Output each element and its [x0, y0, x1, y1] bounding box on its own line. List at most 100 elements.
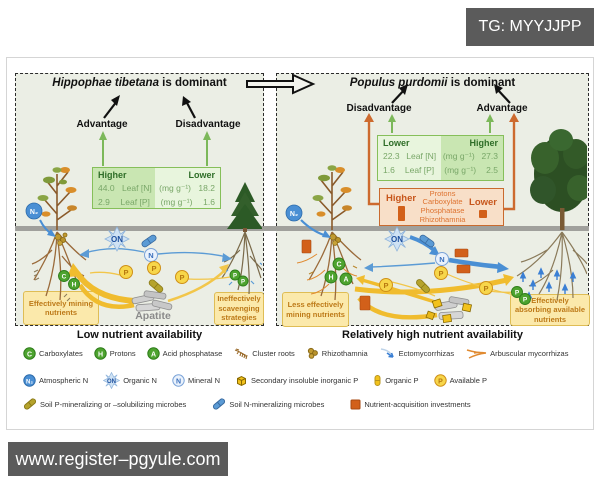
apatite-label: Apatite — [135, 310, 171, 322]
svg-text:A: A — [343, 277, 348, 284]
advantage-arrow — [494, 84, 511, 104]
legend-row-2: N₂ Atmospheric N ON Organic N N Mineral N Seco… — [23, 372, 587, 389]
rhizothamnia-nodule — [329, 233, 342, 246]
table-row: 44.0 Leaf [N] (mg g⁻¹) 18.2 — [98, 182, 215, 193]
a-badge-icon: A — [146, 347, 160, 360]
organic-n-icon: ON — [104, 226, 130, 252]
available-p-icon: P — [119, 265, 133, 279]
rhizothamnia-nodule — [54, 232, 68, 246]
legend-label: Organic N — [123, 376, 157, 385]
svg-text:P: P — [438, 378, 443, 385]
svg-text:C: C — [27, 351, 32, 358]
capsule-upright-icon — [373, 374, 382, 387]
advantage-arrow — [103, 95, 120, 119]
soil-surface-line — [15, 226, 589, 231]
legend-label: Organic P — [385, 376, 419, 385]
invest-higher-label: Higher — [386, 193, 417, 204]
svg-text:P: P — [123, 268, 128, 277]
n-badge-icon: N — [172, 374, 185, 387]
absorbed-p-icon: P — [519, 293, 531, 305]
ectomycorrhizas-icon — [379, 347, 396, 360]
svg-text:P: P — [241, 279, 245, 285]
species-name: Hippophae tibetana — [52, 77, 159, 89]
svg-text:P: P — [383, 281, 388, 290]
legend-label: Available P — [449, 376, 487, 385]
figure-canvas: ON N₂ N P P P — [6, 57, 594, 430]
rhizothamnia-icon — [306, 347, 319, 360]
legend-label: Mineral N — [187, 376, 221, 385]
svg-text:N: N — [439, 255, 444, 264]
soil-n-microbe-icon — [141, 234, 157, 248]
n-mineralization-arrow — [409, 235, 440, 256]
legend-item: Rhizothamnia — [306, 347, 368, 360]
legend-item: Soil P-mineralizing or –solubilizing mic… — [23, 397, 186, 411]
mining-strategy-box: Effectively mining nutrients — [23, 291, 99, 325]
legend-item: C Carboxylates — [23, 347, 83, 360]
legend-item: Ectomycorrhizas — [379, 347, 454, 360]
watermark-bottom-left: www.register–pgyule.com — [8, 442, 228, 476]
leaf-nutrient-table: Higher Lower 44.0 Leaf [N] (mg g⁻¹) 18.2… — [92, 167, 221, 209]
legend-label: Soil N-mineralizing microbes — [229, 399, 325, 409]
arbuscular-icon — [465, 347, 487, 360]
disadvantage-label: Disadvantage — [175, 119, 241, 130]
investment-comparison-box: Higher Protons Carboxylate Phosphatase R… — [379, 188, 504, 226]
insoluble-p-cubes — [425, 298, 473, 323]
absorbed-p-icon: P — [511, 286, 523, 298]
green-arrow — [99, 131, 211, 166]
capsule-blue-icon — [212, 397, 226, 411]
n2-fixation-arrow — [300, 219, 331, 238]
svg-text:A: A — [151, 351, 156, 358]
absorbed-p-icon: P — [229, 269, 241, 281]
table-header-higher: Higher — [469, 138, 498, 148]
svg-text:H: H — [72, 282, 77, 289]
n2-icon: N₂ — [285, 204, 303, 222]
n2-badge-icon: N₂ — [23, 374, 36, 387]
legend-label: Soil P-mineralizing or –solubilizing mic… — [40, 399, 187, 409]
panel-low-nutrient: ON N₂ N P P P — [15, 73, 264, 326]
legend-label: Nutrient-acquisition investments — [364, 399, 471, 409]
invest-lower-label: Lower — [469, 196, 497, 208]
leaf-nutrient-table: Lower Higher 22.3 Leaf [N] (mg g⁻¹) 27.3… — [377, 135, 504, 181]
panel-high-nutrient: ON — [276, 73, 590, 327]
svg-text:N₂: N₂ — [26, 379, 33, 385]
p-flux-arrows — [67, 263, 231, 310]
svg-text:P: P — [151, 264, 156, 273]
table-header-higher: Higher — [98, 170, 127, 180]
svg-text:N: N — [148, 251, 153, 260]
svg-text:H: H — [98, 351, 103, 358]
available-p-icon: P — [479, 281, 493, 295]
svg-text:P: P — [515, 289, 520, 296]
populus-roots — [516, 231, 587, 301]
legend-label: Carboxylates — [39, 349, 83, 358]
succession-arrow — [246, 73, 316, 95]
svg-text:H: H — [328, 275, 333, 282]
legend-item: Cluster roots — [233, 347, 295, 360]
h-badge-icon: H — [94, 347, 107, 360]
legend-item: Soil N-mineralizing microbes — [212, 397, 324, 411]
legend-label: Secondary insoluble inorganic P — [251, 376, 359, 385]
legend-item: N Mineral N — [172, 374, 220, 387]
absorbed-p-icon: P — [237, 275, 249, 287]
table-row: 1.6 Leaf [P] (mg g⁻¹) 2.5 — [383, 164, 498, 175]
svg-text:N: N — [176, 378, 181, 385]
conifer-tree — [227, 182, 262, 232]
on-star-icon: ON — [103, 372, 121, 389]
advantage-label: Advantage — [476, 103, 528, 114]
legend-item: Arbuscular mycorrhizas — [465, 347, 568, 360]
available-p-icon: P — [175, 270, 189, 284]
legend-item: Secondary insoluble inorganic P — [235, 374, 358, 387]
legend-label: Cluster roots — [252, 349, 295, 358]
svg-text:ON: ON — [111, 235, 123, 244]
svg-text:ON: ON — [107, 379, 116, 385]
apatite-rocks — [131, 290, 173, 312]
table-header-lower: Lower — [188, 170, 215, 180]
legend-item: Nutrient-acquisition investments — [350, 399, 471, 410]
hippophae-shrub — [37, 167, 77, 230]
legend-label: Atmospheric N — [39, 376, 89, 385]
investment-markers — [301, 239, 471, 311]
mineral-n-icon: N — [435, 252, 449, 266]
table-row: 22.3 Leaf [N] (mg g⁻¹) 27.3 — [383, 150, 498, 161]
svg-text:N₂: N₂ — [290, 211, 298, 218]
investment-items: Protons Carboxylate Phosphatase Rhizotha… — [419, 188, 466, 224]
